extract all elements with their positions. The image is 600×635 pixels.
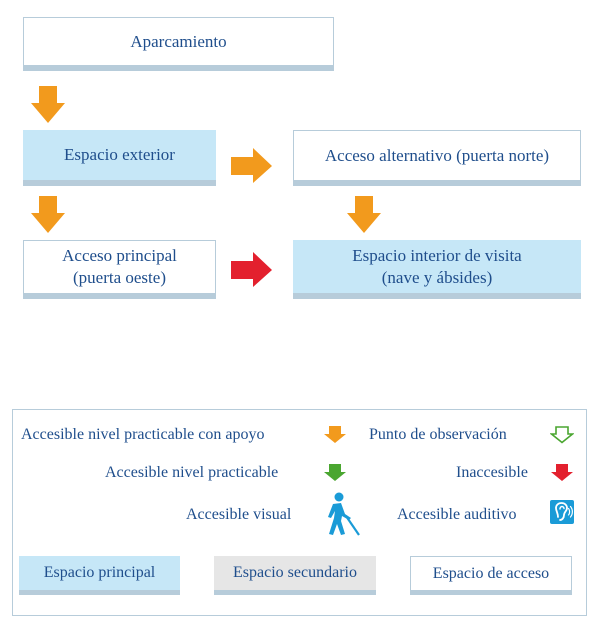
node-main-access-line1: Acceso principal — [62, 246, 177, 265]
node-parking: Aparcamiento — [23, 17, 334, 71]
orange-arrow-icon — [324, 426, 346, 443]
legend-panel: Accesible nivel practicable con apoyo Pu… — [12, 409, 587, 616]
hollow-green-arrow-icon — [550, 426, 574, 444]
legend-secondary-space-swatch: Espacio secundario — [214, 556, 376, 595]
node-main-access: Acceso principal (puerta oeste) — [23, 240, 216, 299]
legend-main-space-swatch: Espacio principal — [19, 556, 180, 595]
node-alt-access-label: Acceso alternativo (puerta norte) — [324, 145, 550, 165]
legend-main-space-label: Espacio principal — [43, 564, 156, 581]
node-exterior-label: Espacio exterior — [64, 145, 175, 164]
node-alternative-access: Acceso alternativo (puerta norte) — [293, 130, 581, 186]
legend-secondary-space-label: Espacio secundario — [233, 564, 357, 581]
legend-supported-label: Accesible nivel practicable con apoyo — [21, 426, 265, 443]
arrow-right-red — [231, 252, 272, 287]
legend-auditory-label: Accesible auditivo — [397, 506, 517, 523]
ear-hearing-loop-icon — [550, 500, 574, 524]
legend-inaccessible-label: Inaccesible — [456, 464, 528, 481]
arrow-down-orange-1 — [31, 86, 65, 123]
node-parking-label: Aparcamiento — [130, 31, 227, 51]
node-interior-space: Espacio interior de visita (nave y ábsid… — [293, 240, 581, 299]
arrow-right-orange — [231, 148, 272, 183]
node-exterior-space: Espacio exterior — [23, 130, 216, 186]
legend-practicable-label: Accesible nivel practicable — [105, 464, 279, 481]
node-interior-line2: (nave y ábsides) — [381, 267, 493, 287]
legend-visual-label: Accesible visual — [186, 506, 292, 523]
node-main-access-line2: (puerta oeste) — [73, 268, 166, 287]
arrow-down-orange-2 — [31, 196, 65, 233]
legend-access-space-label: Espacio de acceso — [432, 564, 550, 582]
red-arrow-icon — [551, 464, 573, 481]
legend-observation-label: Punto de observación — [369, 426, 507, 443]
green-arrow-icon — [324, 464, 346, 481]
legend-access-space-swatch: Espacio de acceso — [410, 556, 572, 595]
arrow-down-orange-3 — [347, 196, 381, 233]
person-with-cane-icon — [328, 492, 360, 536]
node-interior-line1: Espacio interior de visita — [352, 245, 522, 265]
